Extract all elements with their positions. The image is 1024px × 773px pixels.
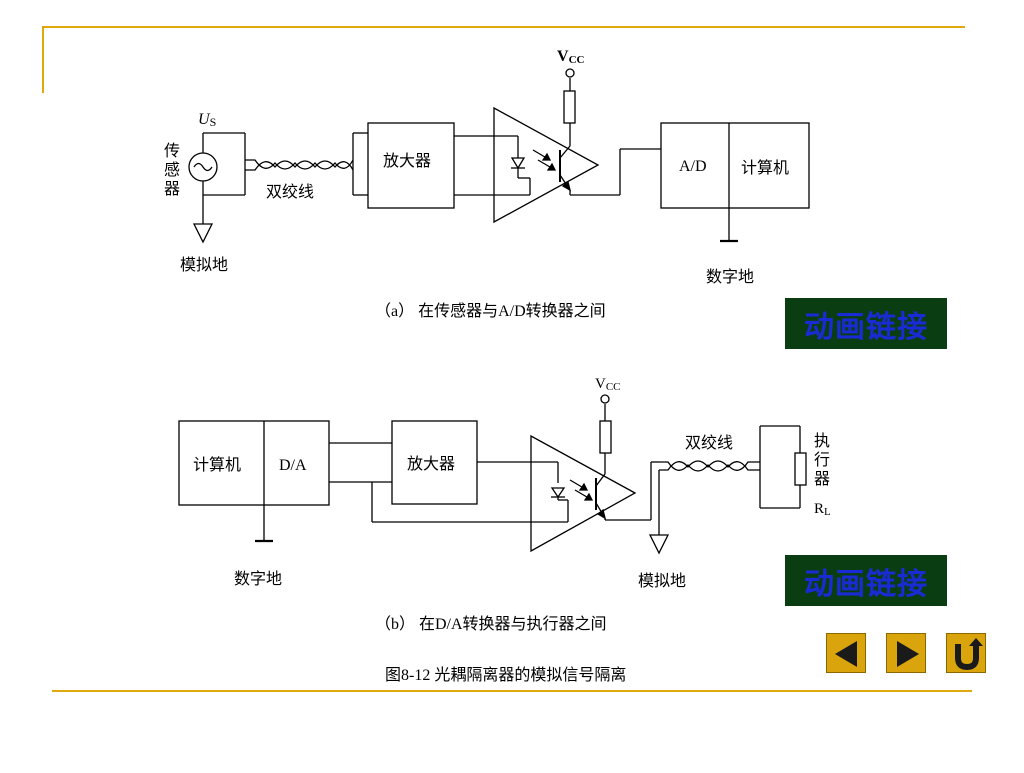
resistor-b (599, 420, 612, 454)
digital-ground-a-label: 数字地 (706, 268, 754, 286)
previous-button[interactable] (826, 633, 866, 673)
us-label: US (198, 111, 216, 129)
diagram-a (188, 68, 810, 244)
amplifier-a-box (367, 122, 455, 209)
led-a-icon (510, 157, 526, 170)
analog-ground-b-icon (648, 534, 670, 555)
actuator-label-3: 器 (814, 470, 830, 488)
actuator-label-1: 执 (814, 432, 830, 450)
vcc-b-label: VCC (595, 376, 621, 393)
analog-ground-b-label: 模拟地 (638, 572, 686, 590)
twisted-pair-b-label: 双绞线 (685, 434, 733, 452)
twisted-pair-b (659, 460, 760, 472)
u-turn-icon (955, 638, 983, 671)
next-button[interactable] (886, 633, 926, 673)
return-button[interactable] (946, 633, 986, 673)
sensor-label-1: 传 (164, 142, 180, 160)
caption-b: （b） 在D/A转换器与执行器之间 (375, 615, 607, 633)
figure-caption: 图8-12 光耦隔离器的模拟信号隔离 (385, 666, 626, 684)
slide-frame (42, 26, 972, 692)
ad-label: A/D (679, 158, 707, 175)
amplifier-b-label: 放大器 (407, 455, 455, 473)
led-b-icon (550, 487, 566, 499)
animation-link-button-b[interactable]: 动画链接 (785, 555, 947, 606)
optocoupler-a (493, 106, 600, 224)
resistor-a (563, 90, 576, 124)
right-triangle-icon (897, 641, 919, 667)
diagram-a-text: VCC US 传 感 器 双绞线 放大器 A/D 计算机 模拟地 数字地 （a）… (164, 48, 789, 320)
amplifier-a-label: 放大器 (383, 152, 431, 170)
twisted-pair-a (245, 159, 354, 171)
computer-a-label: 计算机 (741, 158, 789, 177)
optocoupler-b (530, 434, 637, 553)
sensor-label-3: 器 (164, 180, 180, 198)
analog-ground-a-icon (192, 223, 214, 244)
ad-computer-box (660, 122, 810, 209)
load-resistor (794, 452, 807, 486)
rl-label: RL (814, 501, 831, 518)
diagram-b-text: VCC 计算机 D/A 放大器 双绞线 执 行 器 RL 数字地 模拟地 （b）… (193, 376, 831, 633)
digital-ground-b-label: 数字地 (234, 570, 282, 588)
animation-link-button-a[interactable]: 动画链接 (785, 298, 947, 349)
computer-b-label: 计算机 (193, 455, 241, 474)
da-label: D/A (279, 457, 307, 474)
diagram-b (178, 394, 807, 555)
caption-a: （a） 在传感器与A/D转换器之间 (375, 302, 606, 320)
analog-ground-a-label: 模拟地 (180, 256, 228, 274)
twisted-pair-a-label: 双绞线 (266, 183, 314, 201)
computer-da-box (178, 420, 330, 506)
actuator-label-2: 行 (814, 451, 830, 469)
sensor-label-2: 感 (164, 161, 180, 179)
left-triangle-icon (835, 641, 857, 667)
vcc-a-label: VCC (557, 48, 585, 66)
